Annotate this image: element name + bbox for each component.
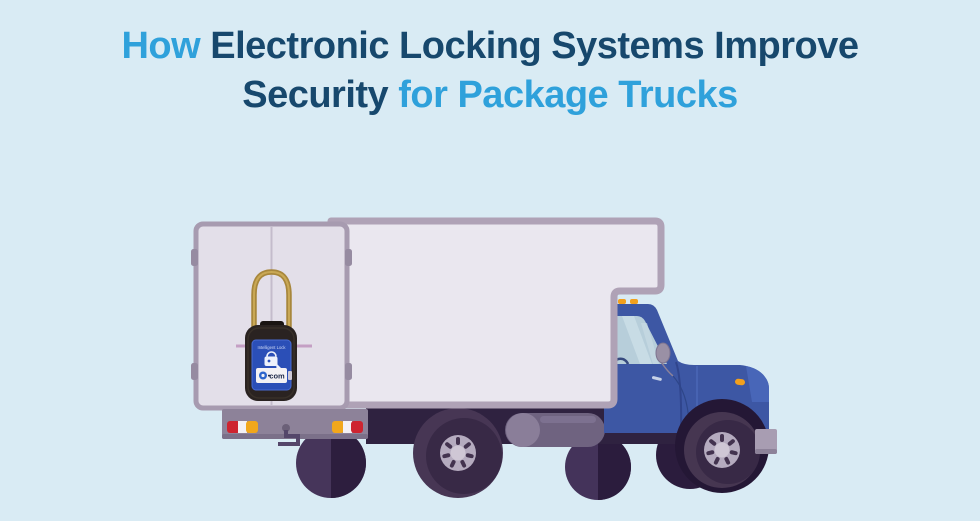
- title-line-1: How Electronic Locking Systems Improve: [0, 22, 980, 71]
- front-bumper: [755, 429, 777, 454]
- cargo-box: [327, 217, 665, 409]
- cab-window: [611, 316, 667, 365]
- front-fender-highlight: [740, 365, 769, 402]
- title-segment: Security: [242, 74, 399, 116]
- door-hinge: [191, 249, 198, 266]
- padlock-label-title: Intelligent Lock: [258, 345, 287, 350]
- brand-logo-text: com: [269, 372, 285, 381]
- title-segment: How: [121, 25, 211, 67]
- fuel-tank: [505, 413, 605, 447]
- front-wheel: [675, 399, 769, 493]
- rear-wheel: [296, 428, 366, 498]
- rear-bumper: [222, 409, 368, 446]
- tow-hitch: [278, 424, 300, 446]
- tail-light-left: [227, 421, 258, 433]
- roof-marker-light: [618, 299, 626, 304]
- electronic-padlock: Intelligent Lock com: [236, 269, 312, 401]
- middle-wheel: [413, 408, 503, 498]
- roof-marker-light: [630, 299, 638, 304]
- title-line-2: Security for Package Trucks: [0, 71, 980, 120]
- padlock-icon: [264, 351, 282, 369]
- tail-light-right: [332, 421, 363, 433]
- brand-logo-icon: [259, 371, 270, 380]
- door-hinge: [345, 249, 352, 266]
- door-hinge: [345, 363, 352, 380]
- title-segment: Electronic Locking Systems Improve: [210, 25, 859, 67]
- padlock-shackle-cable: [251, 269, 292, 334]
- fender-marker-light: [735, 378, 745, 386]
- door-handle: [651, 376, 662, 381]
- rear-doors: [191, 221, 352, 411]
- page-title: How Electronic Locking Systems Improve S…: [0, 22, 980, 120]
- title-segment: for Package Trucks: [398, 74, 738, 116]
- door-hinge: [191, 363, 198, 380]
- far-side-wheel-under-cab: [565, 434, 631, 500]
